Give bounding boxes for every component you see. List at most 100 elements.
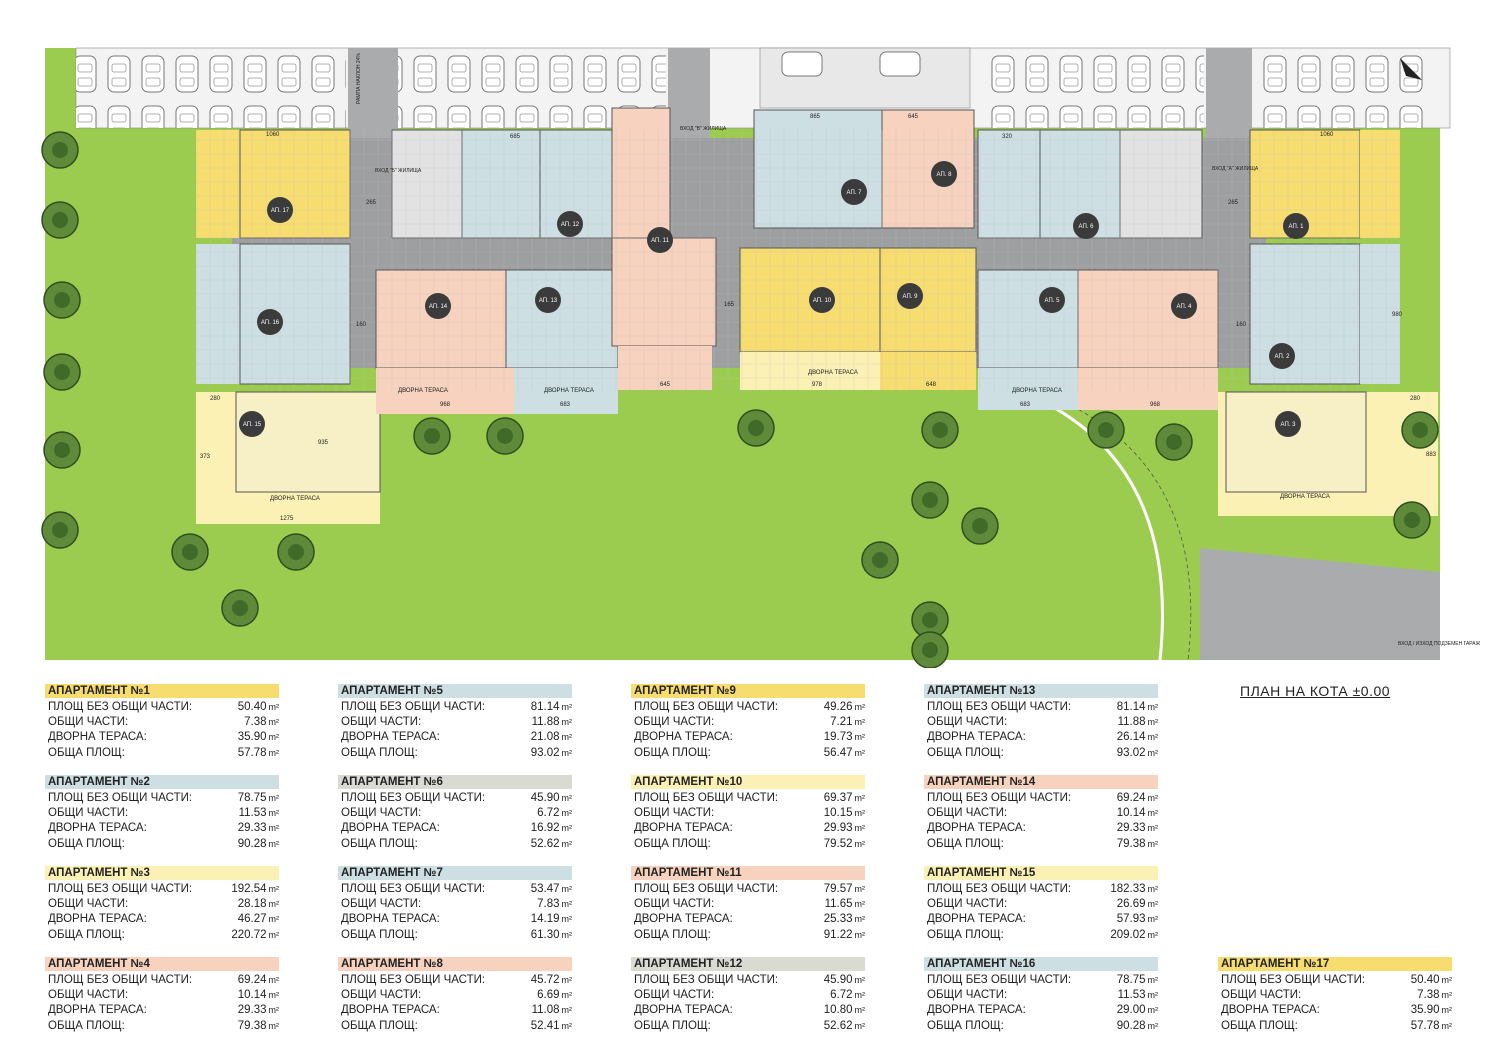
unit-label: m² [561, 717, 573, 728]
field-label: ДВОРНА ТЕРАСА: [634, 913, 733, 926]
field-label: ДВОРНА ТЕРАСА: [634, 822, 733, 835]
tree-canopy [424, 428, 440, 444]
field-number: 29.00 [1116, 1004, 1146, 1017]
garage-label: ВХОД / ИЗХОД ПОДЗЕМЕН ГАРАЖ [1398, 641, 1481, 647]
dimension: 1060 [266, 132, 280, 138]
unit-label: m² [268, 884, 280, 894]
unit-label: m² [1147, 914, 1159, 925]
field-number: 10.14 [237, 989, 267, 1002]
apartment-marker [425, 293, 451, 319]
ramp-right [1206, 48, 1252, 138]
field-number: 14.19 [530, 913, 560, 926]
unit-label: m² [268, 793, 280, 803]
unit-label: m² [1147, 702, 1159, 712]
field-label: ОБЩИ ЧАСТИ: [634, 716, 715, 729]
tree-canopy [232, 600, 248, 616]
field-label: ДВОРНА ТЕРАСА: [634, 731, 733, 744]
unit-label: m² [1147, 884, 1159, 894]
unit-label: m² [561, 975, 573, 985]
field-number: 28.18 [237, 898, 267, 911]
field-label: ОБЩИ ЧАСТИ: [48, 898, 129, 911]
unit-label: m² [854, 884, 866, 894]
unit-label: m² [268, 808, 280, 819]
unit-label: m² [561, 823, 573, 834]
unit-label: m² [561, 747, 573, 758]
field-label: ПЛОЩ БЕЗ ОБЩИ ЧАСТИ: [927, 883, 1072, 895]
unit-label: m² [1147, 899, 1159, 910]
field-label: ПЛОЩ БЕЗ ОБЩИ ЧАСТИ: [48, 974, 193, 986]
unit-label: m² [854, 732, 866, 743]
entrance-a-label: ВХОД "А" ЖИЛИЩА [1212, 166, 1259, 172]
terrace-label: ДВОРНА ТЕРАСА [1012, 388, 1062, 394]
field-label: ОБЩИ ЧАСТИ: [341, 716, 422, 729]
field-label: ПЛОЩ БЕЗ ОБЩИ ЧАСТИ: [341, 792, 486, 804]
apartment-marker-label: АП. 14 [429, 304, 448, 310]
unit-label: m² [561, 702, 573, 712]
field-number: 29.33 [237, 1004, 267, 1017]
unit-label: m² [1441, 1005, 1453, 1016]
unit-label: m² [1147, 732, 1159, 743]
dimension: 160 [356, 322, 367, 328]
field-label: ОБЩА ПЛОЩ: [341, 1019, 418, 1032]
field-number: 209.02 [1110, 928, 1146, 941]
field-number: 29.33 [237, 822, 267, 835]
unit-label: m² [1147, 747, 1159, 758]
field-label: ОБЩИ ЧАСТИ: [927, 716, 1008, 729]
field-number: 11.88 [531, 716, 560, 729]
field-number: 35.90 [1410, 1004, 1440, 1017]
field-number: 69.24 [1116, 792, 1146, 804]
field-label: ПЛОЩ БЕЗ ОБЩИ ЧАСТИ: [48, 883, 193, 895]
unit-label: m² [268, 990, 280, 1001]
field-number: 53.47 [530, 883, 560, 895]
field-label: ОБЩА ПЛОЩ: [927, 837, 1004, 850]
field-label: ПЛОЩ БЕЗ ОБЩИ ЧАСТИ: [48, 701, 193, 713]
field-label: ОБЩИ ЧАСТИ: [48, 716, 129, 729]
apartment-marker [239, 411, 265, 437]
field-label: ОБЩА ПЛОЩ: [1221, 1019, 1298, 1032]
unit-label: m² [268, 1005, 280, 1016]
dimension: 883 [1426, 452, 1437, 458]
terrace-label: ДВОРНА ТЕРАСА [398, 388, 448, 394]
tree-canopy [922, 612, 938, 628]
apartment-marker [1039, 287, 1065, 313]
